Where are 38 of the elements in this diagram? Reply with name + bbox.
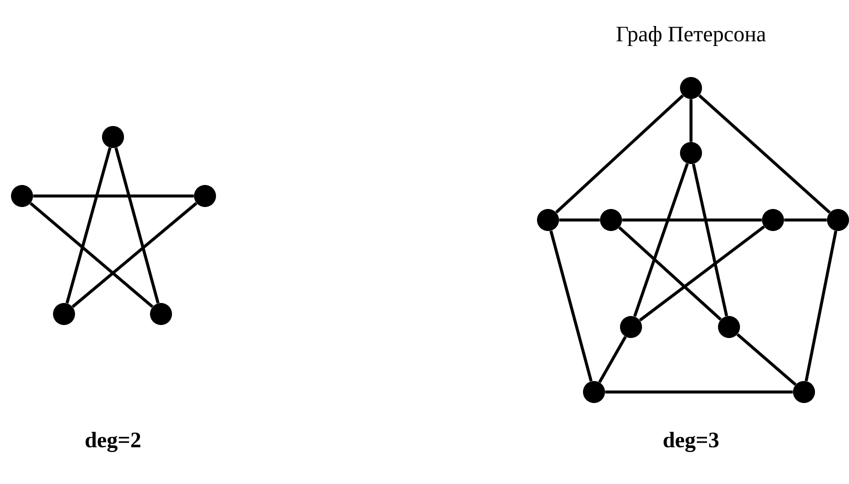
graph-vertex: [718, 316, 740, 338]
graph-edge: [605, 390, 793, 394]
graph-edge: [114, 147, 160, 304]
graph-edge: [698, 94, 831, 214]
graph-vertex: [11, 185, 33, 207]
graph-edge: [618, 226, 722, 321]
graph-vertex: [762, 209, 784, 231]
graph-vertex: [537, 209, 559, 231]
graph-vertex: [102, 126, 124, 148]
graph-edge: [598, 336, 627, 383]
graph-edge: [633, 163, 689, 317]
graph-edge: [559, 218, 600, 222]
graph-edge: [690, 99, 692, 142]
graph-edge: [66, 147, 112, 304]
graph-vertex: [680, 142, 702, 164]
caption-text: deg=2: [86, 432, 140, 452]
graph-edge: [622, 218, 762, 222]
graph-vertex: [53, 302, 75, 325]
graph-vertex: [793, 380, 815, 403]
graph-edge: [30, 202, 154, 308]
caption-text: Граф Петерсона: [616, 26, 766, 46]
graph-vertex: [150, 302, 172, 325]
graph-vertex: [827, 209, 849, 231]
graph-edge: [72, 202, 198, 308]
graph-edge: [549, 230, 593, 382]
graph-edge: [784, 218, 827, 222]
graph-edge: [736, 333, 797, 386]
graph-vertex: [600, 209, 622, 231]
graph-edge: [555, 94, 684, 214]
graph-edge: [33, 194, 194, 198]
graph-vertex: [680, 77, 702, 99]
graph-vertex: [583, 380, 605, 403]
graph-edge: [804, 230, 838, 382]
graph-vertex: [194, 185, 216, 207]
graph-edge: [692, 164, 728, 316]
graph-edge: [639, 226, 765, 322]
caption-text: deg=3: [664, 432, 719, 452]
graph-vertex: [620, 316, 642, 338]
